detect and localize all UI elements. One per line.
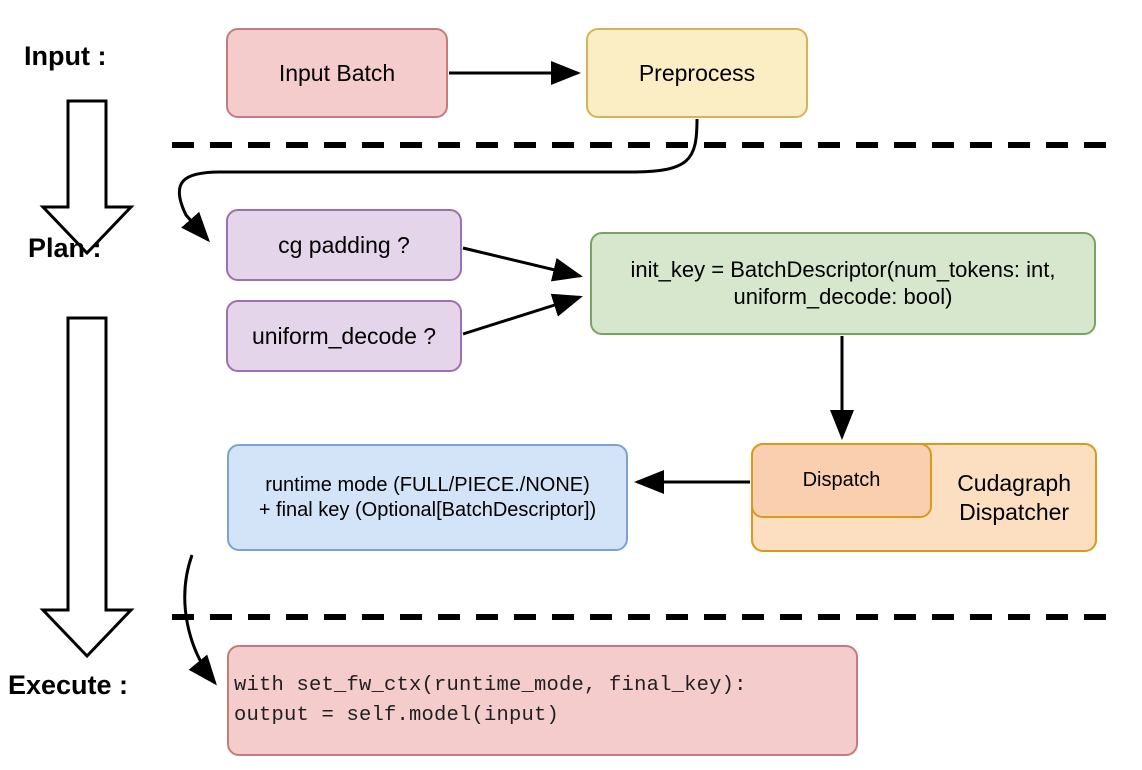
- node-cg-padding-label: cg padding ?: [278, 231, 410, 258]
- plan-to-execute-arrow: [39, 316, 135, 659]
- node-preprocess[interactable]: Preprocess: [586, 28, 808, 118]
- node-preprocess-label: Preprocess: [638, 59, 756, 86]
- node-runtime-mode[interactable]: runtime mode (FULL/PIECE./NONE) + final …: [227, 444, 628, 551]
- node-init-key[interactable]: init_key = BatchDescriptor(num_tokens: i…: [590, 232, 1096, 335]
- node-code-block-label: with set_fw_ctx(runtime_mode, final_key)…: [234, 673, 747, 727]
- node-input-batch[interactable]: Input Batch: [226, 28, 448, 118]
- node-cudagraph-dispatcher-label: Cudagraph Dispatcher: [957, 470, 1071, 525]
- stage-label-execute: Execute :: [8, 670, 129, 700]
- node-uniform-decode[interactable]: uniform_decode ?: [226, 300, 462, 372]
- node-dispatch[interactable]: Dispatch: [751, 443, 932, 518]
- edge-cg-padding-to-init-key: [462, 246, 583, 282]
- input-to-plan-arrow: [39, 99, 135, 256]
- stage-label-plan: Plan :: [28, 233, 102, 263]
- node-dispatch-label: Dispatch: [802, 469, 881, 492]
- node-cg-padding[interactable]: cg padding ?: [226, 209, 462, 281]
- node-code-block[interactable]: with set_fw_ctx(runtime_mode, final_key)…: [227, 645, 858, 756]
- node-input-batch-label: Input Batch: [278, 59, 396, 86]
- edge-runtime-mode-to-code: [183, 554, 217, 686]
- stage-label-input: Input :: [24, 41, 107, 71]
- edge-uniform-decode-to-init-key: [462, 293, 583, 336]
- node-uniform-decode-label: uniform_decode ?: [251, 322, 437, 349]
- node-runtime-mode-label: runtime mode (FULL/PIECE./NONE) + final …: [258, 474, 597, 521]
- node-init-key-label: init_key = BatchDescriptor(num_tokens: i…: [630, 256, 1056, 309]
